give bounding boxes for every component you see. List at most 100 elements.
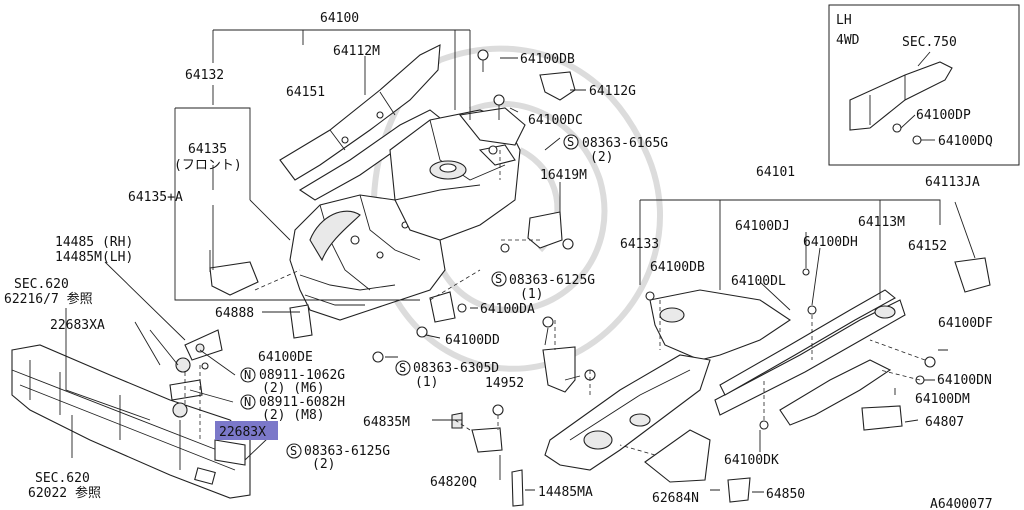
label-sec620-a-sub: 62216/7 参照 (4, 291, 93, 307)
label-14485ma: 14485MA (538, 485, 593, 500)
bracket-62684n (644, 429, 711, 483)
bracket-64888 (289, 304, 313, 339)
label-64113m: 64113M (858, 215, 905, 230)
label-64100: 64100 (320, 11, 359, 26)
label-64100db-mid: 64100DB (650, 260, 705, 275)
label-64113ja: 64113JA (925, 175, 980, 190)
label-64888: 64888 (215, 306, 254, 321)
plug-64100db-mid (645, 291, 655, 301)
label-64100db-top: 64100DB (520, 52, 575, 67)
label-64100dm: 64100DM (915, 392, 970, 407)
bracket-64820q (471, 427, 503, 453)
svg-text:S: S (290, 444, 297, 458)
label-14952: 14952 (485, 376, 524, 391)
bracket-64113ja (954, 257, 991, 293)
label-64100df: 64100DF (938, 316, 993, 331)
inset-bolt-dq (912, 135, 922, 145)
label-08911-6082h: 08911-6082H (259, 395, 345, 410)
inset-title-4wd: 4WD (836, 33, 860, 48)
label-22683xa: 22683XA (50, 318, 105, 333)
bolt-64100dc (493, 94, 505, 106)
svg-text:N: N (244, 395, 251, 409)
diagram-id: A6400077 (930, 497, 993, 510)
inset-title-lh: LH (836, 13, 852, 28)
front-side-member (544, 289, 906, 471)
label-64100dk: 64100DK (724, 453, 779, 468)
label-64100de: 64100DE (258, 350, 313, 365)
bolt-64100db-top (477, 49, 489, 61)
wheel-apron-front (289, 194, 446, 321)
inset-label-64100dp: 64100DP (916, 108, 971, 123)
svg-text:S: S (399, 361, 406, 375)
highlight-box-22683x (215, 421, 278, 440)
plug-64100dk (759, 420, 769, 430)
label-14485m-lh: 14485M(LH) (55, 250, 133, 265)
label-64132: 64132 (185, 68, 224, 83)
label-64152: 64152 (908, 239, 947, 254)
member-64152 (779, 359, 892, 426)
label-08363-6305d-qty: (1) (415, 375, 438, 390)
plug-64100dh (807, 305, 817, 315)
bolt-6305d (542, 316, 554, 328)
label-64100dh: 64100DH (803, 235, 858, 250)
plug-64100dj (802, 268, 810, 276)
label-64151: 64151 (286, 85, 325, 100)
label-64100dc: 64100DC (528, 113, 583, 128)
label-08363-6125g-a-qty: (1) (520, 287, 543, 302)
label-08363-6125g-b-qty: (2) (312, 457, 335, 472)
label-64101: 64101 (756, 165, 795, 180)
dashed-guides (254, 150, 926, 456)
symbol-markers: S S S S N N (240, 134, 579, 459)
pad-64807 (861, 405, 903, 431)
inset-box: LH 4WD SEC.750 64100DP 64100DQ (828, 4, 1020, 166)
label-08911-1062g-qty: (2) (M6) (262, 381, 325, 396)
bracket-14485 (184, 329, 223, 361)
svg-text:N: N (244, 368, 251, 382)
svg-text:S: S (567, 135, 574, 149)
label-64135-sub: (フロント) (174, 158, 242, 173)
label-64100dj: 64100DJ (735, 219, 790, 234)
label-08911-1062g: 08911-1062G (259, 368, 345, 383)
leader-lines (65, 29, 976, 493)
bolt-64100df (924, 356, 936, 368)
label-16419m: 16419M (540, 168, 587, 183)
bolt-64100da (457, 303, 467, 313)
inset-bolt-dp (892, 123, 902, 133)
label-08363-6125g-b: 08363-6125G (304, 444, 390, 459)
label-64112m: 64112M (333, 44, 380, 59)
label-64850: 64850 (766, 487, 805, 502)
label-64133: 64133 (620, 237, 659, 252)
bolt-64100dd (416, 326, 428, 338)
bumper-reinforcement (11, 344, 251, 499)
bracket-64112g (539, 71, 576, 101)
label-08363-6165g-qty: (2) (590, 150, 613, 165)
inset-rail-part (849, 61, 953, 131)
label-64100dd: 64100DD (445, 333, 500, 348)
bracket-16419m (527, 211, 563, 249)
label-64100da: 64100DA (480, 302, 535, 317)
label-64820q: 64820Q (430, 475, 477, 490)
label-08363-6125g-a: 08363-6125G (509, 273, 595, 288)
label-64135: 64135 (188, 142, 227, 157)
bracket-14485ma (511, 469, 524, 507)
bracket-64135a (209, 261, 259, 296)
label-22683x: 22683X (219, 425, 266, 440)
label-64835m: 64835M (363, 415, 410, 430)
grommet-22683xa (175, 357, 191, 373)
label-62684n: 62684N (652, 491, 699, 506)
label-64100dn: 64100DN (937, 373, 992, 388)
inset-label-sec750: SEC.750 (902, 35, 957, 50)
label-sec620-a: SEC.620 (14, 277, 69, 292)
label-64112g: 64112G (589, 84, 636, 99)
label-64135a: 64135+A (128, 190, 183, 205)
bracket-14952 (542, 346, 576, 393)
label-08911-6082h-qty: (2) (M8) (262, 408, 325, 423)
bolt-64100de (372, 351, 384, 363)
svg-text:S: S (495, 272, 502, 286)
hoodledge-assembly (279, 44, 441, 201)
label-64807: 64807 (925, 415, 964, 430)
label-sec620-b: SEC.620 (35, 471, 90, 486)
bracket-64850 (727, 477, 751, 503)
